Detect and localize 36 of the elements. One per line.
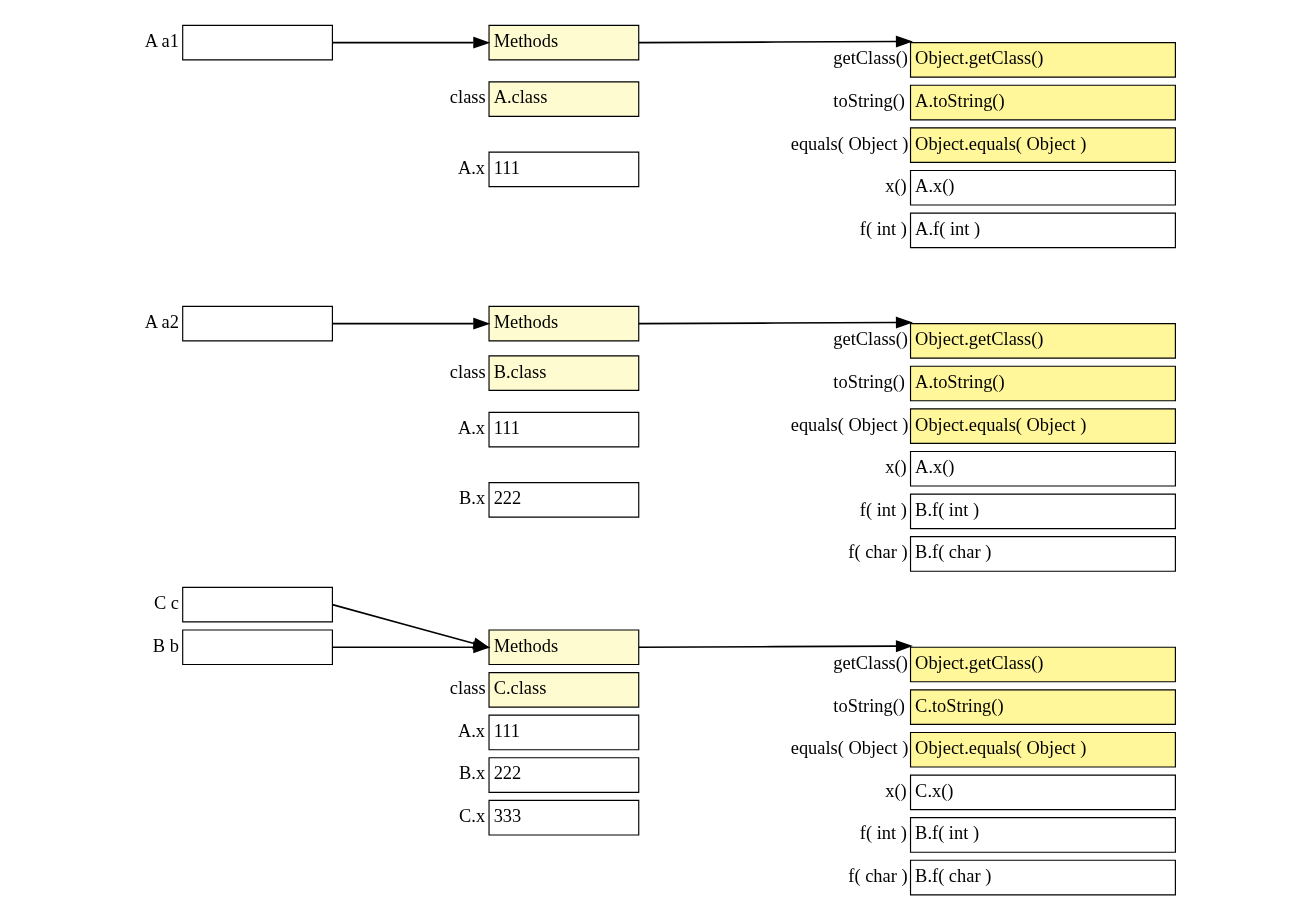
arrow [637, 35, 913, 48]
node-label: getClass() [833, 329, 909, 350]
node-label: equals( Object ) [790, 133, 909, 154]
node-label: class [449, 87, 486, 108]
node-label: A.x [457, 157, 486, 178]
node-label: A a1 [144, 31, 179, 52]
node-label: x() [885, 176, 907, 197]
node-label: C c [153, 593, 179, 614]
node-label: getClass() [833, 652, 909, 673]
node-label: f( int ) [859, 499, 907, 520]
node-label: toString() [833, 90, 905, 111]
node-label: x() [885, 457, 907, 478]
node-label: f( char ) [848, 865, 908, 886]
node-label: x() [885, 780, 907, 801]
node-label: f( char ) [848, 542, 908, 563]
node-label: f( int ) [859, 218, 907, 239]
node-label: equals( Object ) [790, 738, 909, 759]
arrow [331, 317, 491, 330]
node-label: C.x [459, 806, 486, 827]
arrow [637, 316, 913, 329]
node-label: toString() [833, 371, 905, 392]
node-label: B.x [459, 763, 486, 784]
node-label: getClass() [833, 48, 909, 69]
node-label: B.x [459, 488, 486, 509]
arrow [331, 641, 491, 654]
node-label: B b [152, 635, 179, 656]
arrow [331, 36, 491, 49]
node-label: equals( Object ) [790, 414, 909, 435]
node-label: A.x [457, 417, 486, 438]
arrow [637, 640, 913, 653]
node-label: A.x [457, 720, 486, 741]
node-label: f( int ) [859, 823, 907, 844]
node-label: class [449, 361, 486, 382]
node-label: class [449, 678, 486, 699]
node-label: A a2 [144, 312, 179, 333]
node-label: toString() [833, 695, 905, 716]
